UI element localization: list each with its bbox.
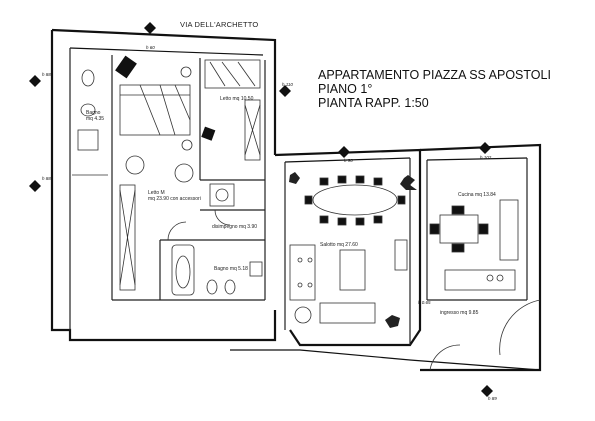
entry-door-arc xyxy=(429,344,461,371)
room-salotto: Salotto mq 27.60 xyxy=(320,242,358,248)
left-bathroom-fixtures xyxy=(72,69,108,176)
room-bagno-left-a: Bagno xyxy=(86,110,101,116)
street-label: VIA DELL'ARCHETTO xyxy=(180,20,259,29)
scale-label: PIANTA RAPP. 1:50 xyxy=(318,96,429,110)
armchairs xyxy=(125,66,194,183)
wardrobes xyxy=(119,99,261,291)
bagno-fixtures xyxy=(167,183,263,296)
plan-title: APPARTAMENTO PIAZZA SS APOSTOLI xyxy=(318,68,551,82)
nightstand-icon xyxy=(201,126,216,141)
floor-label: PIANO 1° xyxy=(318,82,373,96)
room-bagno-left-b: mq 4.35 xyxy=(86,116,105,122)
window-markers xyxy=(29,22,493,397)
room-cucina: Cucina mq 13.84 xyxy=(458,192,496,198)
ingresso-door-arc xyxy=(499,299,541,356)
room-bagno: Bagno mq 5.18 xyxy=(214,266,248,272)
sofas xyxy=(289,239,408,324)
room-letto-m-b: mq 23.90 con accessori xyxy=(148,196,201,202)
room-letto-m-a: Letto M xyxy=(148,190,165,196)
room-ingresso: ingresso mq 9.85 xyxy=(440,310,479,316)
window-tag: h 89 xyxy=(488,396,497,401)
room-letto-small: Letto mq 10.50 xyxy=(220,96,254,102)
kitchen-table xyxy=(429,199,519,291)
window-tag: h 102 xyxy=(480,155,492,160)
window-tag: h 88 xyxy=(42,72,51,77)
room-disimpegno: disimpegno mq 3.90 xyxy=(212,224,258,230)
window-tag: h 60 xyxy=(146,45,155,50)
single-bed xyxy=(204,59,261,89)
partitions xyxy=(69,48,528,345)
window-tag: h 88 xyxy=(42,176,51,181)
plants xyxy=(289,172,417,328)
window-tag: h 110 xyxy=(282,82,293,87)
window-tag: h 90 xyxy=(344,158,353,163)
dimension-label: h 0.65 xyxy=(418,300,431,305)
dining-table xyxy=(304,175,406,226)
plant-icon xyxy=(115,55,137,79)
double-bed xyxy=(119,84,191,136)
